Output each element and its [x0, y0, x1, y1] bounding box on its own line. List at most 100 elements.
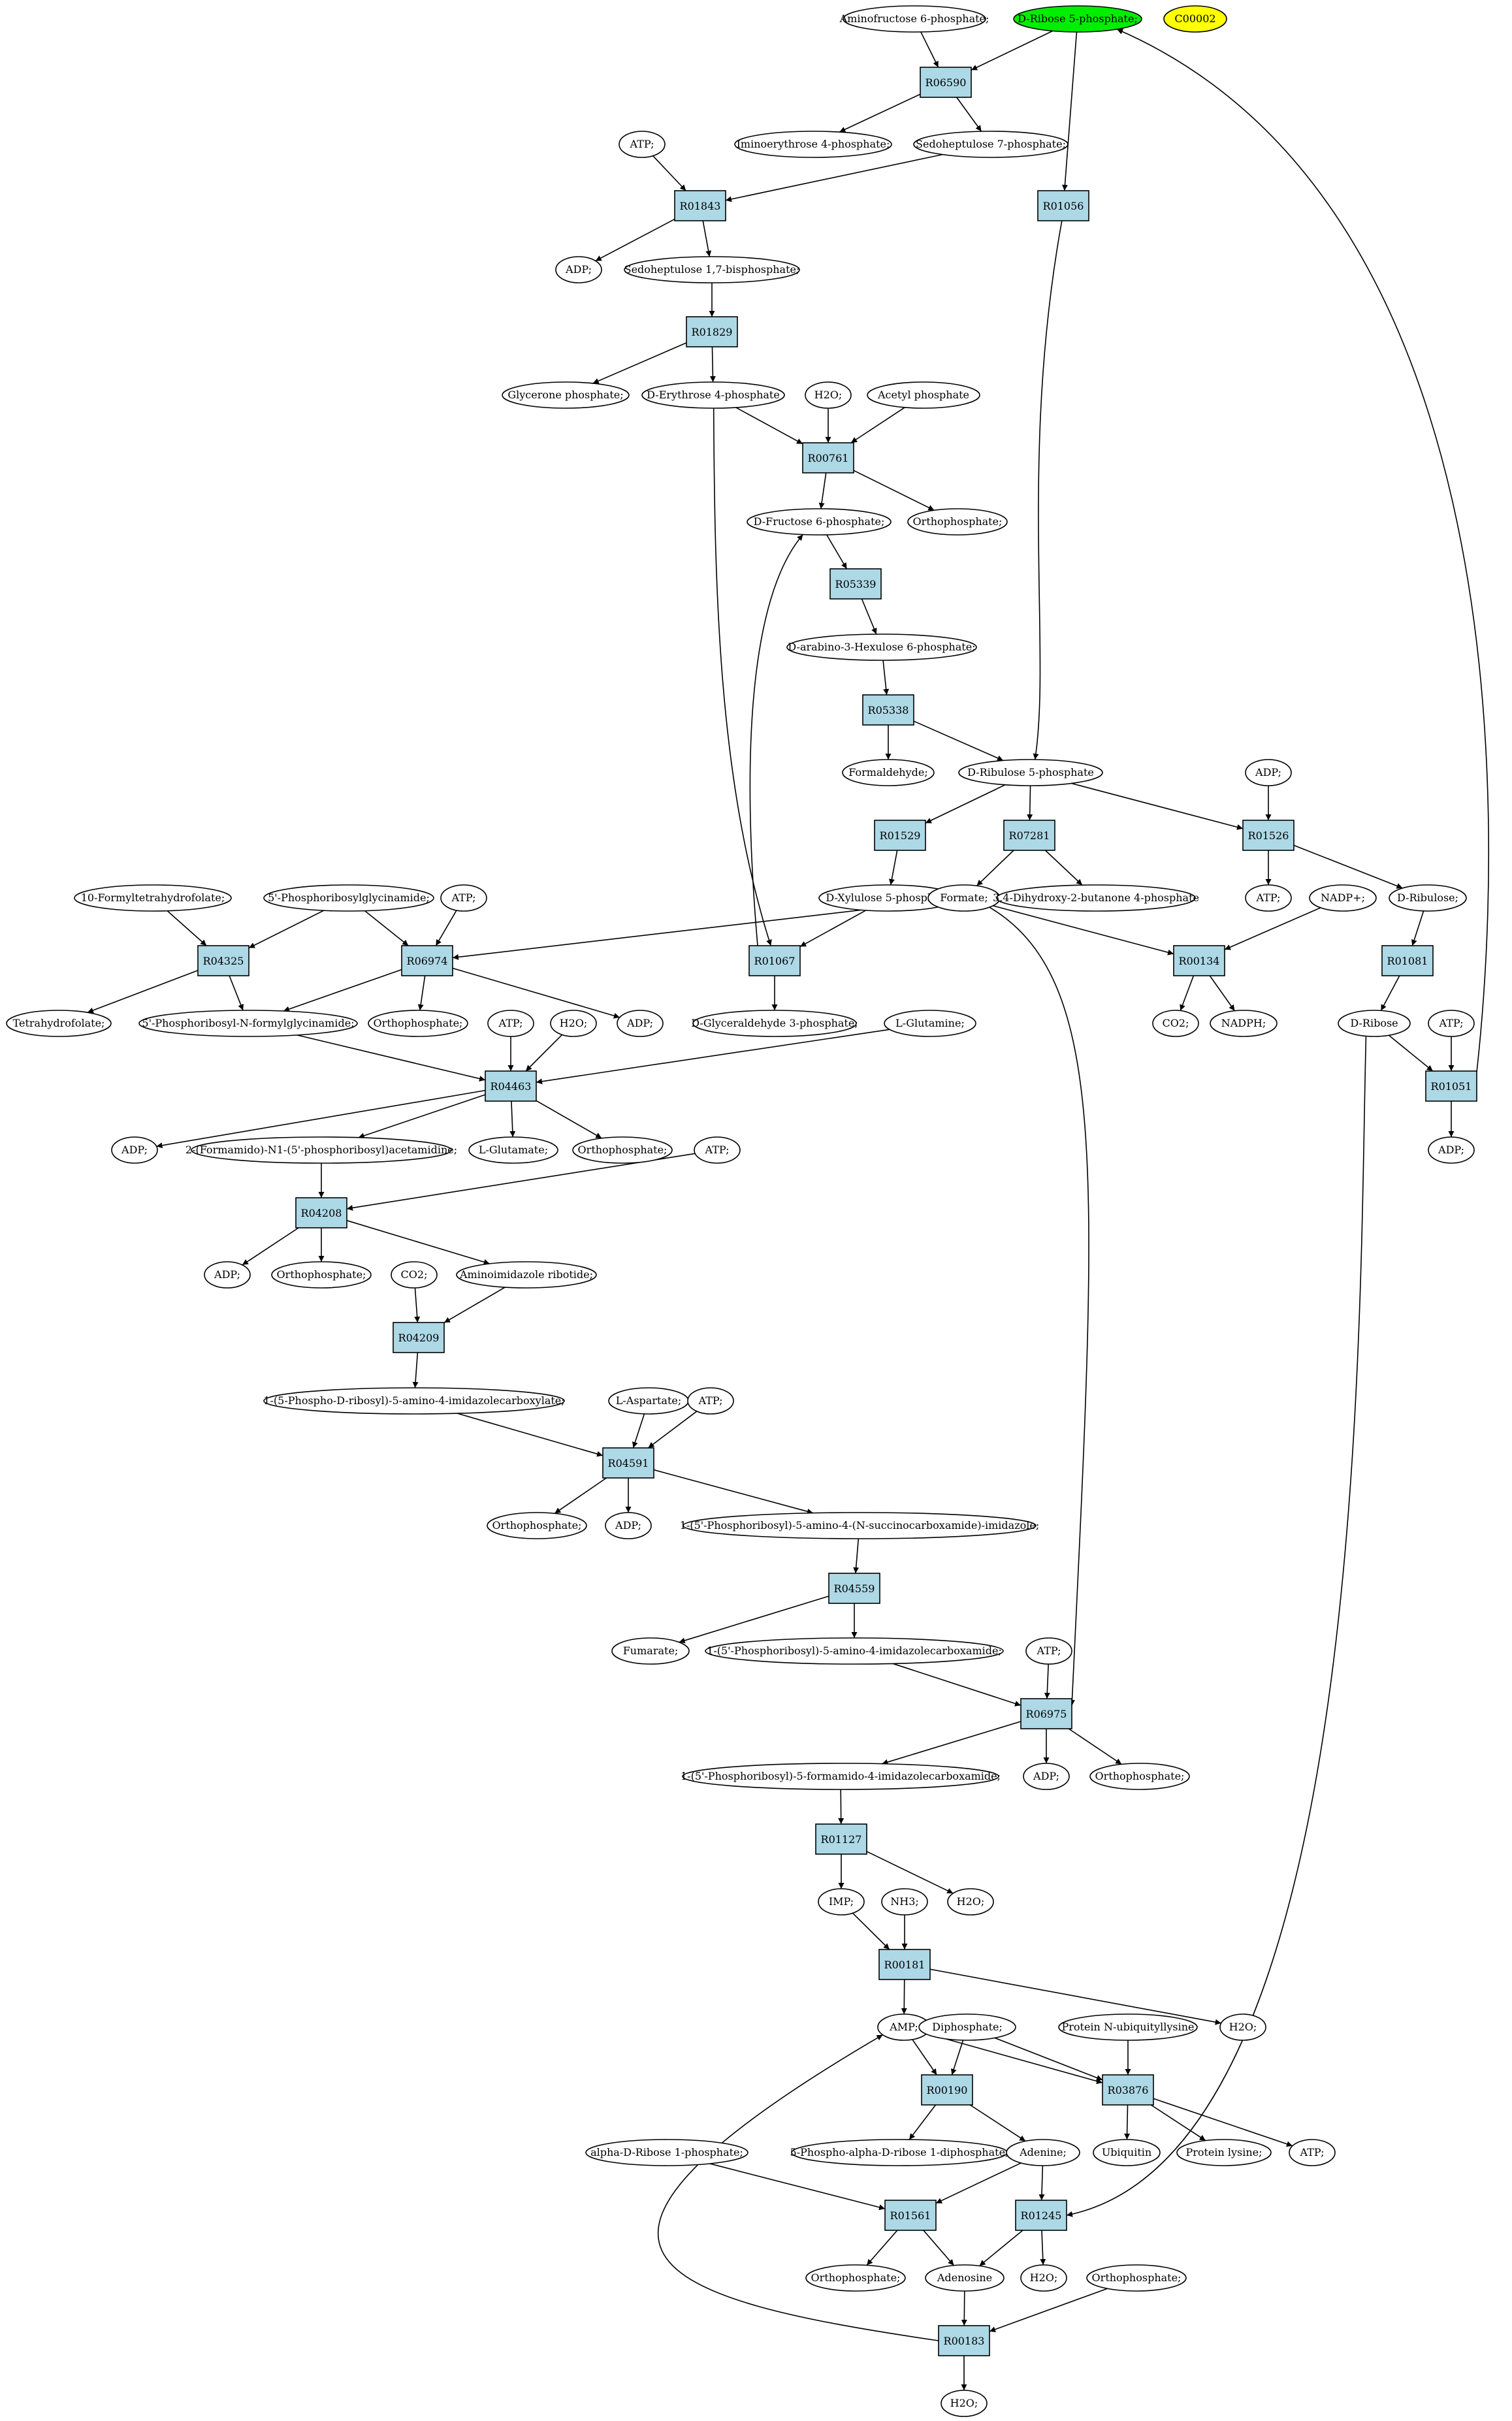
- edge-r05339-to-arabino-hexulose6p: [861, 598, 877, 635]
- edge-r06975-to-faicar: [882, 1721, 1021, 1765]
- compound-ribulose5p: D-Ribulose 5-phosphate: [958, 759, 1103, 786]
- compound-label: Orthophosphate;: [1095, 1770, 1185, 1782]
- compound-node: [271, 1261, 372, 1289]
- compound-atp-8: ATP;: [1025, 1637, 1072, 1665]
- edge-dribose-to-r01051: [1388, 1034, 1434, 1072]
- compound-node: [1428, 1136, 1475, 1164]
- compound-label: Iminoerythrose 4-phosphate;: [737, 138, 890, 150]
- compound-node: [1086, 2264, 1187, 2292]
- compound-co2-2: CO2;: [391, 1261, 438, 1289]
- reaction-label: R01843: [680, 200, 721, 212]
- compound-label: Fumarate;: [623, 1644, 679, 1657]
- compound-acetyl-p: Acetyl phosphate: [867, 381, 980, 409]
- reaction-node: [401, 945, 453, 976]
- compound-label: ATP;: [1256, 891, 1281, 904]
- edge-formate-to-r06974: [452, 901, 930, 960]
- reaction-label: R00134: [1179, 955, 1220, 967]
- reaction-node: [920, 67, 972, 98]
- compound-h2o-6: H2O;: [941, 2390, 988, 2417]
- edge-r01829-to-erythrose4p: [709, 346, 716, 383]
- edge-r04208-to-air: [346, 1220, 490, 1265]
- compound-label: L-Aspartate;: [616, 1394, 681, 1407]
- edge-r04208-to-adp-6: [242, 1227, 299, 1266]
- compound-amp: AMP;: [877, 2013, 931, 2041]
- reaction-r00134: R00134: [1173, 945, 1225, 976]
- compound-label: Tetrahydrofolate;: [13, 1017, 105, 1029]
- compound-label: NH3;: [890, 1895, 919, 1908]
- compound-diphosphate: Diphosphate;: [918, 2013, 1016, 2041]
- edge-r03876-to-protein-lys: [1150, 2104, 1206, 2141]
- compound-iminoerythrose4p: Iminoerythrose 4-phosphate;: [734, 131, 892, 158]
- reaction-r05339: R05339: [829, 568, 882, 600]
- compound-label: D-Fructose 6-phosphate;: [754, 515, 885, 528]
- edge-r04325-to-thf: [87, 970, 199, 1014]
- compound-label: Orthophosphate;: [913, 515, 1003, 528]
- compound-label: Sedoheptulose 7-phosphate;: [916, 138, 1066, 150]
- edge-orthop-8-to-r00183: [989, 2288, 1108, 2332]
- compound-label: Adenine;: [1019, 2146, 1067, 2158]
- compound-node: [368, 1010, 468, 1037]
- compound-label: 10-Formyltetrahydrofolate;: [81, 891, 225, 904]
- reaction-r01561: R01561: [884, 2200, 937, 2231]
- compound-adp-3: ADP;: [617, 1010, 664, 1037]
- compound-nadp: NADP+;: [1309, 884, 1377, 912]
- reaction-r01526: R01526: [1242, 820, 1295, 851]
- reaction-node: [393, 1322, 445, 1353]
- compound-fgam: 2-(Formamido)-N1-(5'-phosphoribosyl)acet…: [185, 1136, 457, 1164]
- compound-glycerone-p: Glycerone phosphate;: [502, 381, 630, 409]
- compound-node: [884, 1010, 976, 1037]
- compound-arabino-hexulose6p: D-arabino-3-Hexulose 6-phosphate;: [786, 633, 977, 661]
- compound-label: C00002: [1174, 12, 1215, 25]
- edge-r01081-to-dribose: [1380, 975, 1400, 1011]
- edge-imp-to-r00181: [852, 1912, 890, 1950]
- compound-node: [1093, 2139, 1161, 2166]
- compound-label: 2-(Formamido)-N1-(5'-phosphoribosyl)acet…: [185, 1144, 457, 1156]
- compound-node: [687, 1387, 734, 1415]
- reaction-label: R01067: [754, 955, 796, 967]
- reaction-node: [295, 1197, 347, 1228]
- edge-aminofructose6p-to-r06590: [920, 31, 939, 68]
- compound-node: [204, 1261, 251, 1289]
- compound-label: ATP;: [498, 1017, 523, 1029]
- compound-alpha-ribose1p: alpha-D-Ribose 1-phosphate;: [585, 2139, 748, 2166]
- compound-nh3: NH3;: [881, 1888, 928, 1916]
- compound-node: [1013, 5, 1142, 33]
- compound-node: [1163, 5, 1227, 33]
- compound-label: Protein lysine;: [1185, 2146, 1262, 2158]
- edge-r01561-to-adenosine: [923, 2230, 954, 2266]
- compound-label: ADP;: [626, 1017, 653, 1029]
- edge-diphosphate-to-r03876: [994, 2037, 1103, 2081]
- compound-node: [881, 1888, 928, 1916]
- edge-fgar-to-r04463: [297, 1034, 486, 1082]
- compound-label: Formate;: [940, 891, 988, 904]
- edges-layer: [87, 29, 1490, 2390]
- compound-node: [1210, 1010, 1278, 1037]
- compound-imp: IMP;: [818, 1888, 865, 1916]
- edge-r01526-to-ribulose: [1293, 844, 1403, 889]
- reaction-r01529: R01529: [874, 820, 926, 851]
- compound-node: [734, 131, 892, 158]
- compound-node: [1152, 1010, 1199, 1037]
- compound-aicar: 1-(5'-Phosphoribosyl)-5-amino-4-imidazol…: [705, 1637, 1004, 1665]
- compound-dribose: D-Ribose: [1338, 1010, 1411, 1037]
- compound-label: ADP;: [121, 1144, 148, 1156]
- edge-r07281-to-formate: [976, 850, 1014, 886]
- compound-node: [487, 1512, 587, 1539]
- reaction-node: [1173, 945, 1225, 976]
- reaction-r00183: R00183: [938, 2325, 990, 2356]
- compound-label: D-Erythrose 4-phosphate: [647, 389, 780, 401]
- compound-adp-6: ADP;: [204, 1261, 251, 1289]
- compound-orthop-4: Orthophosphate;: [271, 1261, 372, 1289]
- compound-label: Orthophosphate;: [1092, 2271, 1182, 2284]
- compound-erythrose4p: D-Erythrose 4-phosphate: [641, 381, 785, 409]
- reaction-r01829: R01829: [686, 316, 738, 347]
- edge-r06974-to-adp-3: [452, 967, 620, 1019]
- edge-r04559-to-fumarate: [679, 1595, 829, 1644]
- compound-pribosylglycinamide: 5'-Phosphoribosylglycinamide;: [263, 884, 434, 912]
- compound-node: [138, 1010, 358, 1037]
- compound-label: 5'-Phosphoribosyl-N-formylglycinamide;: [142, 1017, 354, 1029]
- edge-glutamine-to-r04463: [536, 1029, 890, 1085]
- compound-label: ADP;: [214, 1268, 240, 1281]
- compound-label: Orthophosphate;: [374, 1017, 463, 1029]
